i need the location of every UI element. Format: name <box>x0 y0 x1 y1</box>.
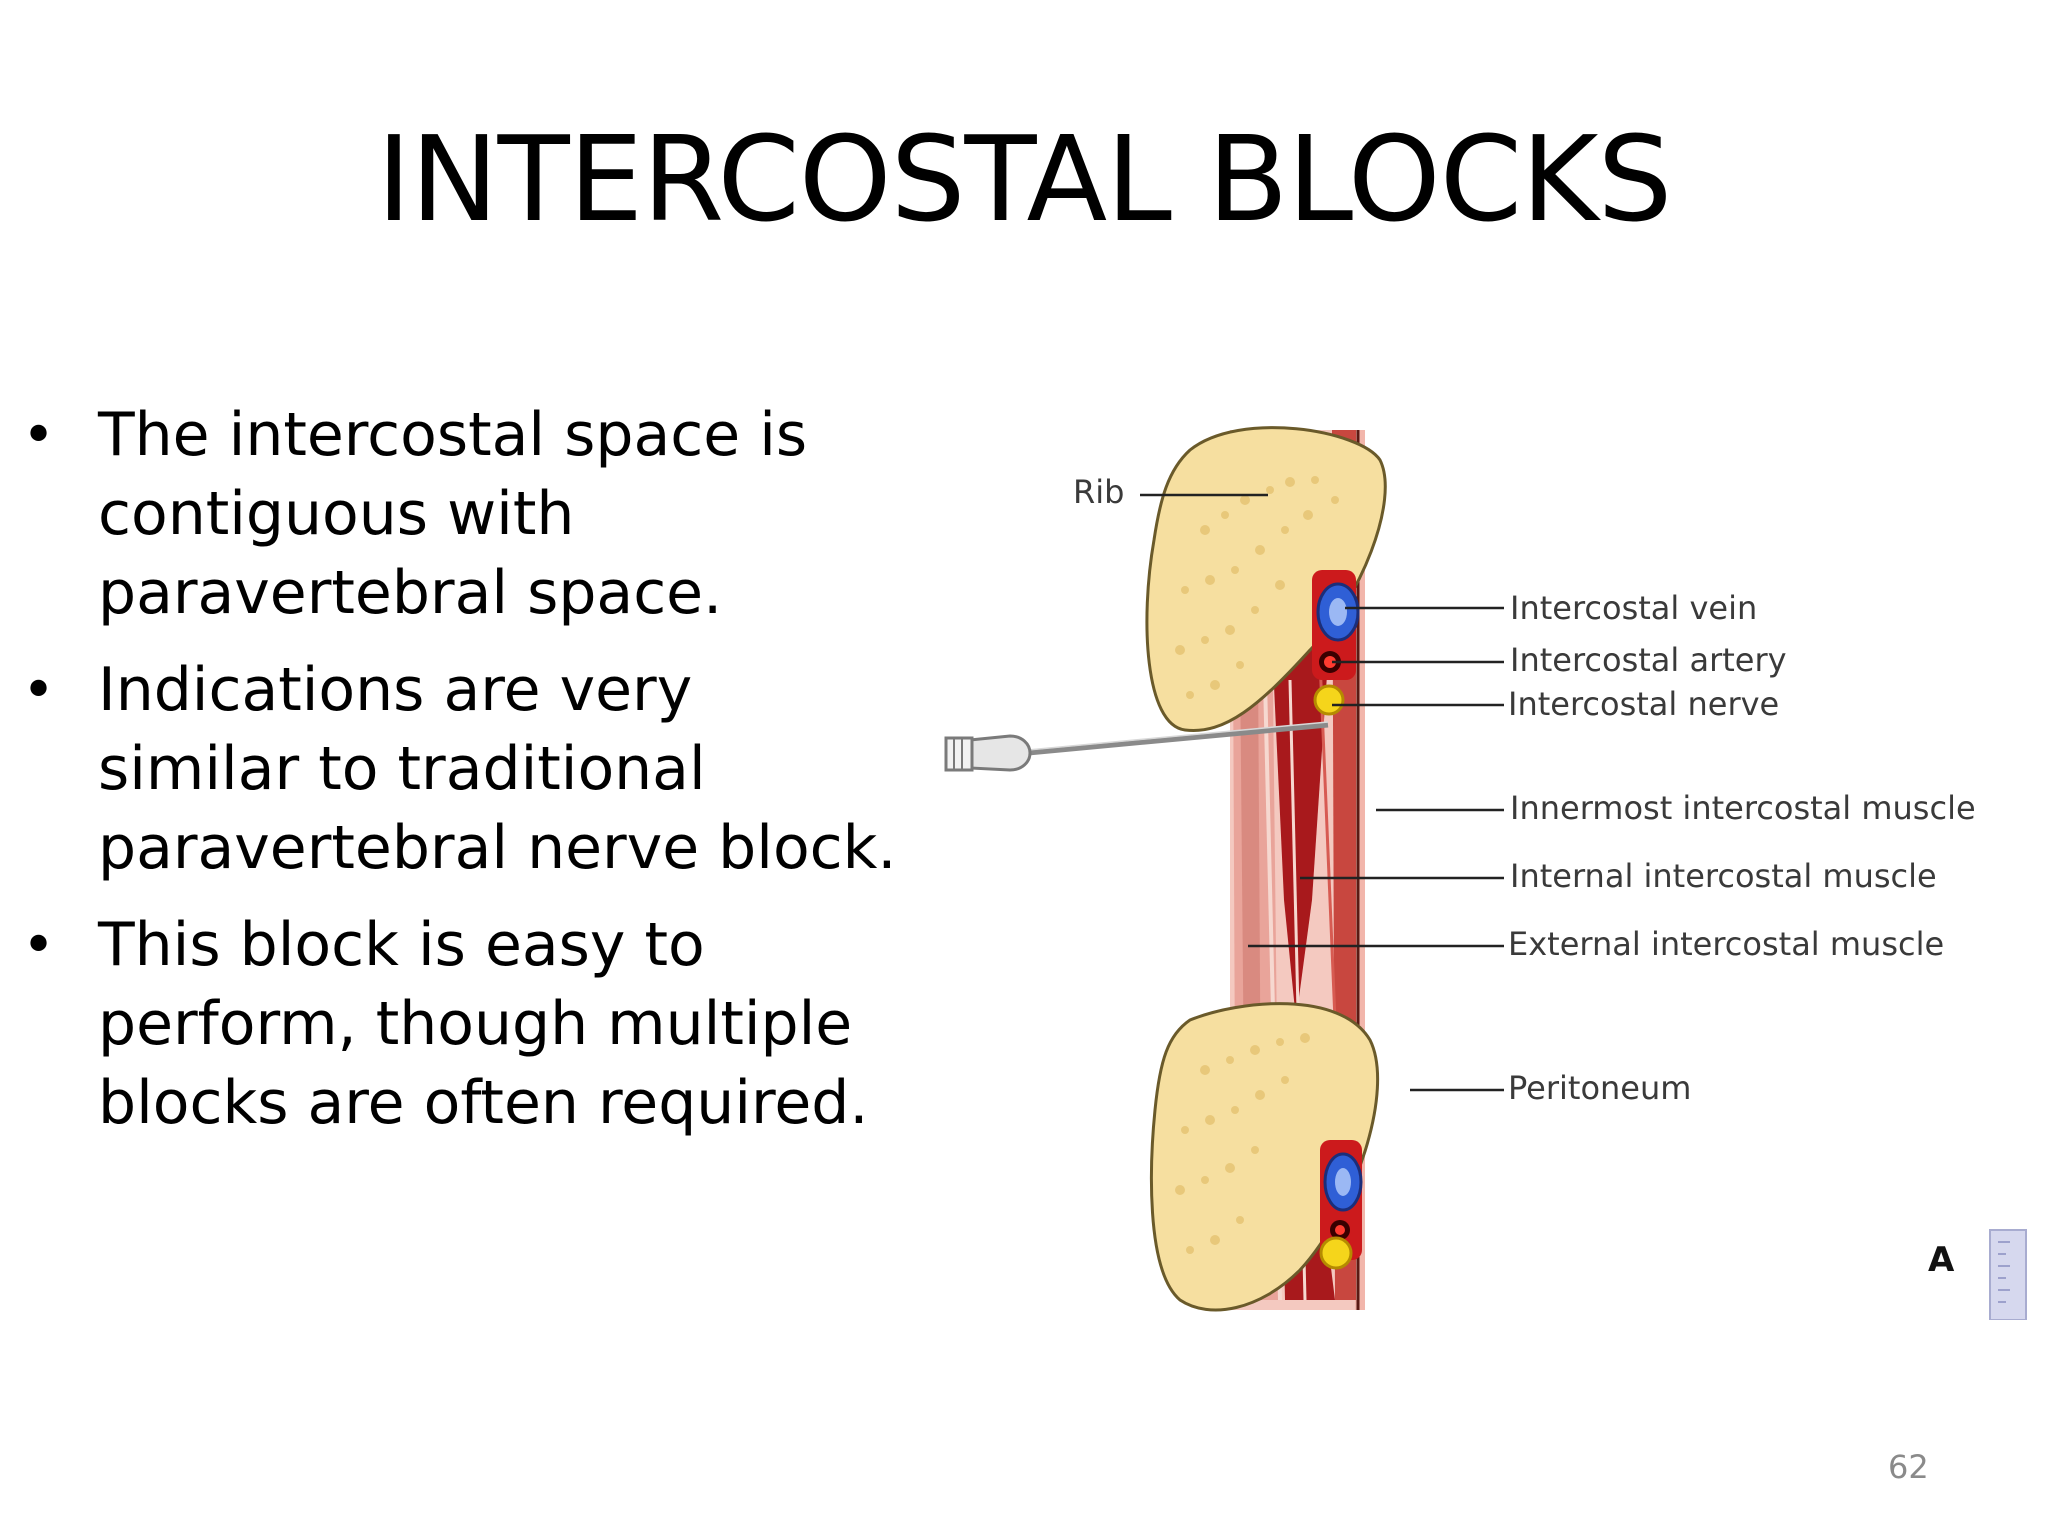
label-intercostal-artery: Intercostal artery <box>1510 641 1787 679</box>
panel-letter: A <box>1928 1240 1955 1280</box>
needle-shaft-highlight <box>1027 721 1329 751</box>
bullet-item: • Indications are very similar to tradit… <box>22 651 902 888</box>
label-intercostal-nerve: Intercostal nerve <box>1508 685 1780 723</box>
label-external-intercostal-muscle: External intercostal muscle <box>1508 925 1945 963</box>
intercostal-nerve-shape <box>1313 684 1345 716</box>
anatomy-illustration <box>944 426 2027 1320</box>
label-peritoneum: Peritoneum <box>1508 1069 1692 1107</box>
bullet-symbol: • <box>22 913 56 978</box>
intercostal-anatomy-diagram: Rib Intercostal vein Intercostal artery … <box>940 420 2048 1320</box>
upper-rib <box>1145 426 1387 733</box>
bullet-text: This block is easy to perform, though mu… <box>98 910 869 1138</box>
lower-vein-lumen <box>1335 1168 1351 1196</box>
needle-shaft <box>1027 722 1329 756</box>
label-intercostal-vein: Intercostal vein <box>1510 589 1758 627</box>
syringe-connector <box>944 736 974 772</box>
peritoneum-layer <box>1355 430 1365 1310</box>
scale-bar-ticks <box>1998 1241 2010 1303</box>
bullet-symbol: • <box>22 403 56 468</box>
scale-bar <box>1989 1229 2027 1320</box>
page-number: 62 <box>1888 1448 1929 1486</box>
label-rib: Rib <box>1073 473 1125 511</box>
bullet-text: Indications are very similar to traditio… <box>98 655 897 883</box>
bullet-item: • The intercostal space is contiguous wi… <box>22 396 902 633</box>
bullet-text: The intercostal space is contiguous with… <box>98 400 808 628</box>
label-innermost-intercostal-muscle: Innermost intercostal muscle <box>1510 789 1976 827</box>
intercostal-vein-lumen <box>1329 598 1347 626</box>
lower-rib-texture <box>1175 1033 1310 1254</box>
lower-artery-lumen <box>1335 1225 1345 1235</box>
intercostal-artery-lumen <box>1324 656 1336 668</box>
bullet-item: • This block is easy to perform, though … <box>22 906 902 1143</box>
bullet-symbol: • <box>22 658 56 723</box>
slide-title: INTERCOSTAL BLOCKS <box>376 110 1673 248</box>
bullet-list: • The intercostal space is contiguous wi… <box>22 396 902 1161</box>
lower-nerve-shape <box>1319 1236 1353 1270</box>
muscle-fibre <box>1318 659 1337 1021</box>
upper-rib-texture <box>1175 476 1339 699</box>
label-internal-intercostal-muscle: Internal intercostal muscle <box>1510 857 1937 895</box>
syringe-hub <box>968 734 1032 772</box>
